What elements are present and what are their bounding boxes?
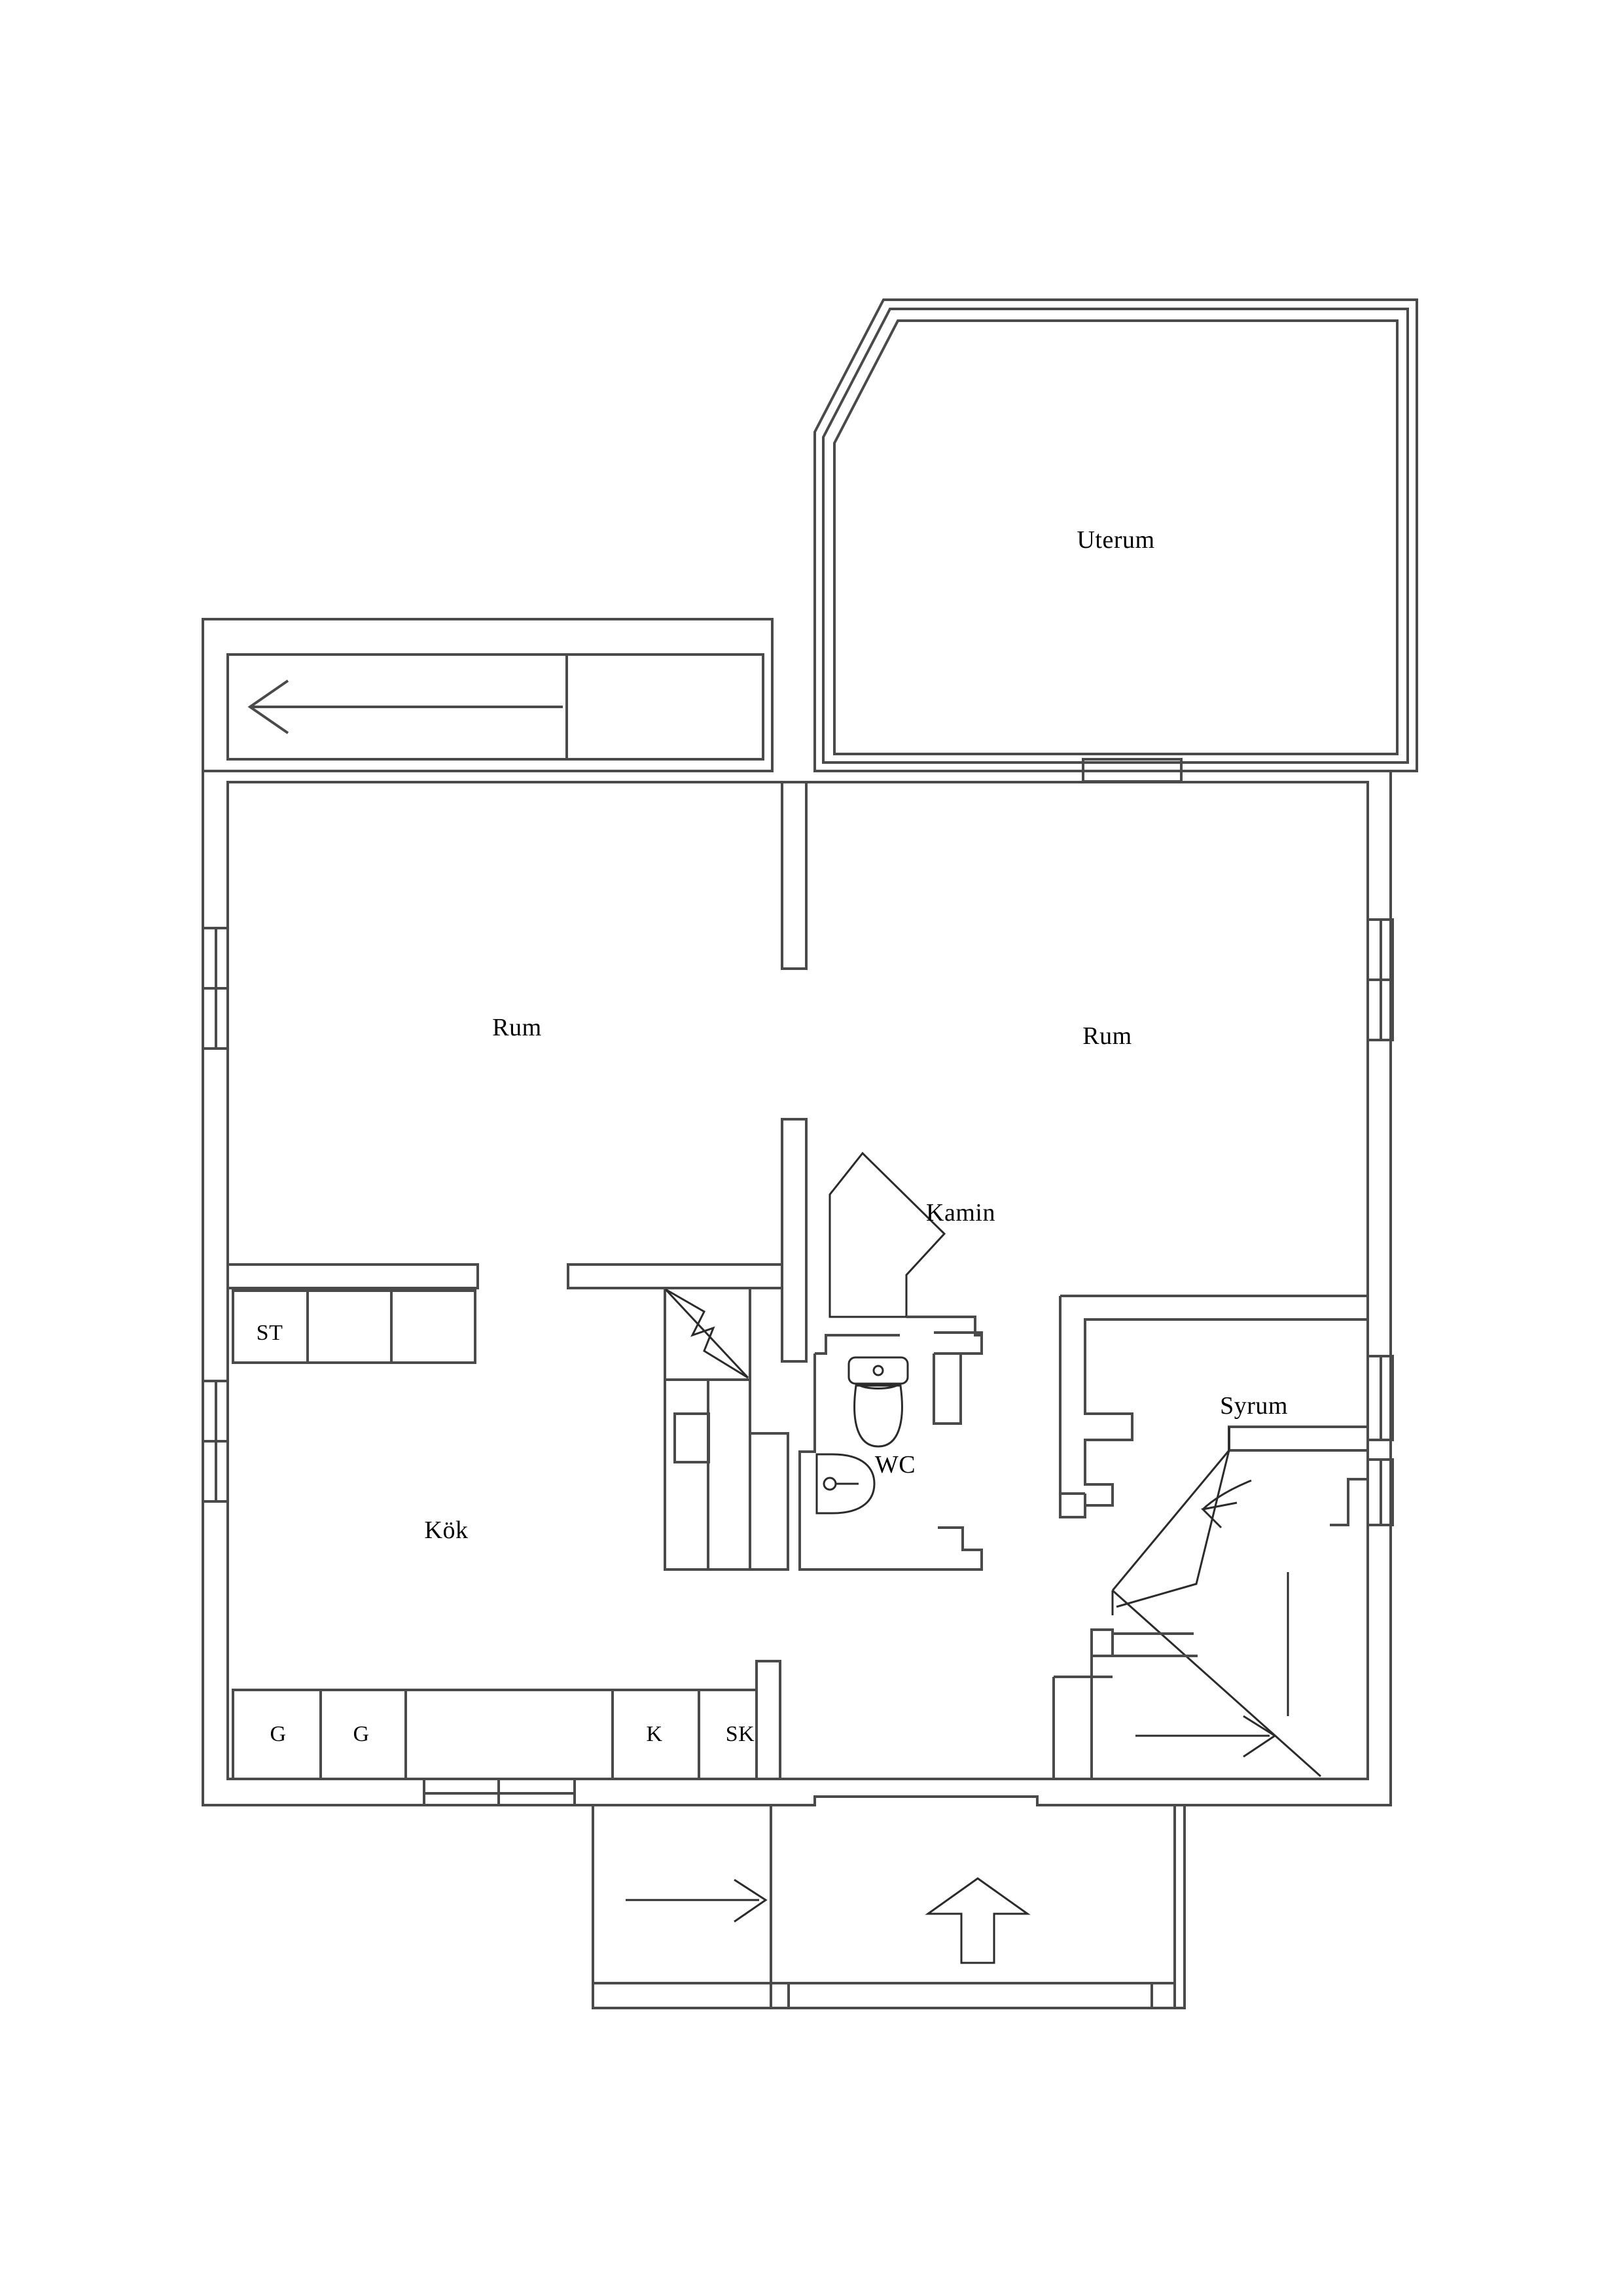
main-house-outer-wall <box>202 619 1392 1806</box>
window-south-kok <box>423 1778 576 1806</box>
st-cupboard-run <box>232 1289 476 1364</box>
south-entry-porch <box>592 1805 1186 2009</box>
kok-rum-divider-wall <box>228 1263 479 1289</box>
window-east-lower <box>1366 1458 1394 1526</box>
fireplace-hearth-wall <box>906 1316 982 1336</box>
room-label-syrum: Syrum <box>1220 1392 1288 1420</box>
cabinet-label-k: K <box>646 1722 663 1746</box>
central-partition-upper <box>781 782 808 970</box>
syrum-east-return-wall <box>1330 1450 1369 1526</box>
window-west-lower <box>202 1380 229 1503</box>
room-label-kamin: Kamin <box>926 1199 995 1227</box>
central-partition-lower <box>781 1118 808 1363</box>
window-east-upper <box>1366 918 1394 1041</box>
fireplace-body-icon <box>829 1151 946 1318</box>
stair-arrow-upleft-icon <box>1200 1479 1252 1529</box>
window-west-upper <box>202 927 229 1050</box>
stove-symbol-icon <box>664 1288 749 1379</box>
veranda-arrow-left-icon <box>247 679 563 734</box>
toilet-fixture-icon <box>847 1356 909 1448</box>
washbasin-fixture-icon <box>815 1453 876 1515</box>
room-label-rum-right: Rum <box>1082 1022 1132 1050</box>
north-veranda <box>202 618 774 772</box>
stair-arrow-right-icon <box>1135 1715 1277 1758</box>
room-label-wc: WC <box>874 1451 916 1479</box>
window-east-syrum <box>1366 1355 1394 1441</box>
entry-arrow-right-icon <box>626 1878 768 1923</box>
cabinet-label-g2: G <box>353 1722 370 1746</box>
uterum-walls <box>813 298 1418 772</box>
cabinet-label-st: ST <box>256 1321 283 1345</box>
kitchen-base-cabinets <box>232 1689 758 1780</box>
syrum-walls <box>1059 1295 1369 1518</box>
cabinet-label-sk: SK <box>725 1722 755 1746</box>
room-label-kok: Kök <box>424 1516 469 1544</box>
wc-room-walls <box>798 1331 983 1571</box>
cabinet-label-g1: G <box>270 1722 287 1746</box>
room-label-rum-left: Rum <box>492 1014 542 1041</box>
kitchen-counter-block <box>664 1287 789 1571</box>
kok-south-wall-stub <box>755 1660 781 1780</box>
entry-arrow-up-icon <box>925 1877 1031 1964</box>
room-label-uterum: Uterum <box>1077 526 1155 554</box>
staircase <box>1052 1427 1321 1779</box>
kok-hall-wall-stub <box>567 1263 783 1289</box>
